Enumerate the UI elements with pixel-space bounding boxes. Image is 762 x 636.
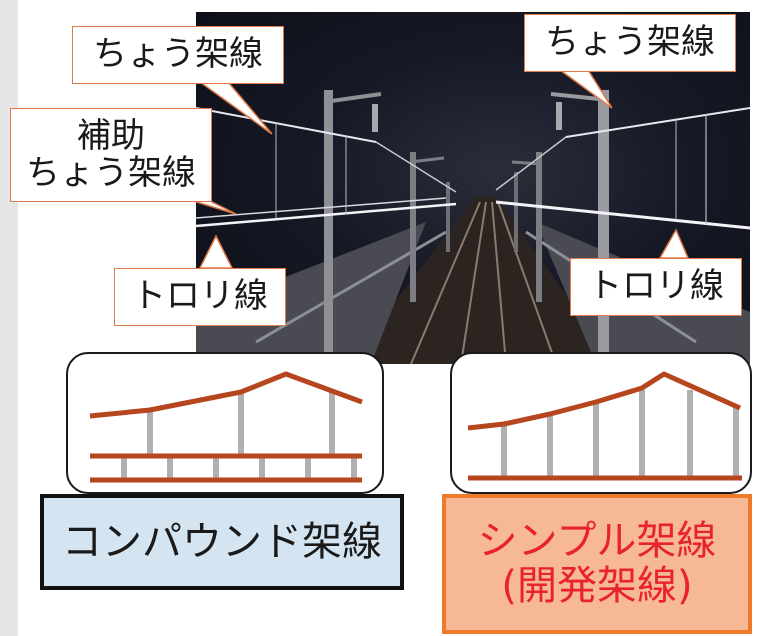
simple-catenary-label-line2: (開発架線) [501,563,693,609]
callout-aux-line2: ちょう架線 [26,153,196,193]
simple-catenary-schematic [467,371,742,481]
compound-catenary-diagram [66,352,384,494]
callout-messenger-wire-left: ちょう架線 [72,26,284,84]
left-margin-strip [0,0,18,636]
simple-catenary-label-line1: シンプル架線 [477,518,717,565]
compound-catenary-label-text: コンパウンド架線 [62,518,382,565]
callout-trolley-wire-left: トロリ線 [114,268,286,326]
compound-catenary-schematic [89,371,363,483]
compound-catenary-label: コンパウンド架線 [40,494,404,590]
callout-trolley-wire-right: トロリ線 [570,258,742,316]
simple-catenary-diagram [450,352,752,494]
callout-auxiliary-messenger-wire: 補助 ちょう架線 [10,108,212,202]
simple-catenary-label: シンプル架線 (開発架線) [442,494,752,634]
callout-aux-line1: 補助 [77,115,145,156]
callout-messenger-wire-right: ちょう架線 [524,14,736,72]
